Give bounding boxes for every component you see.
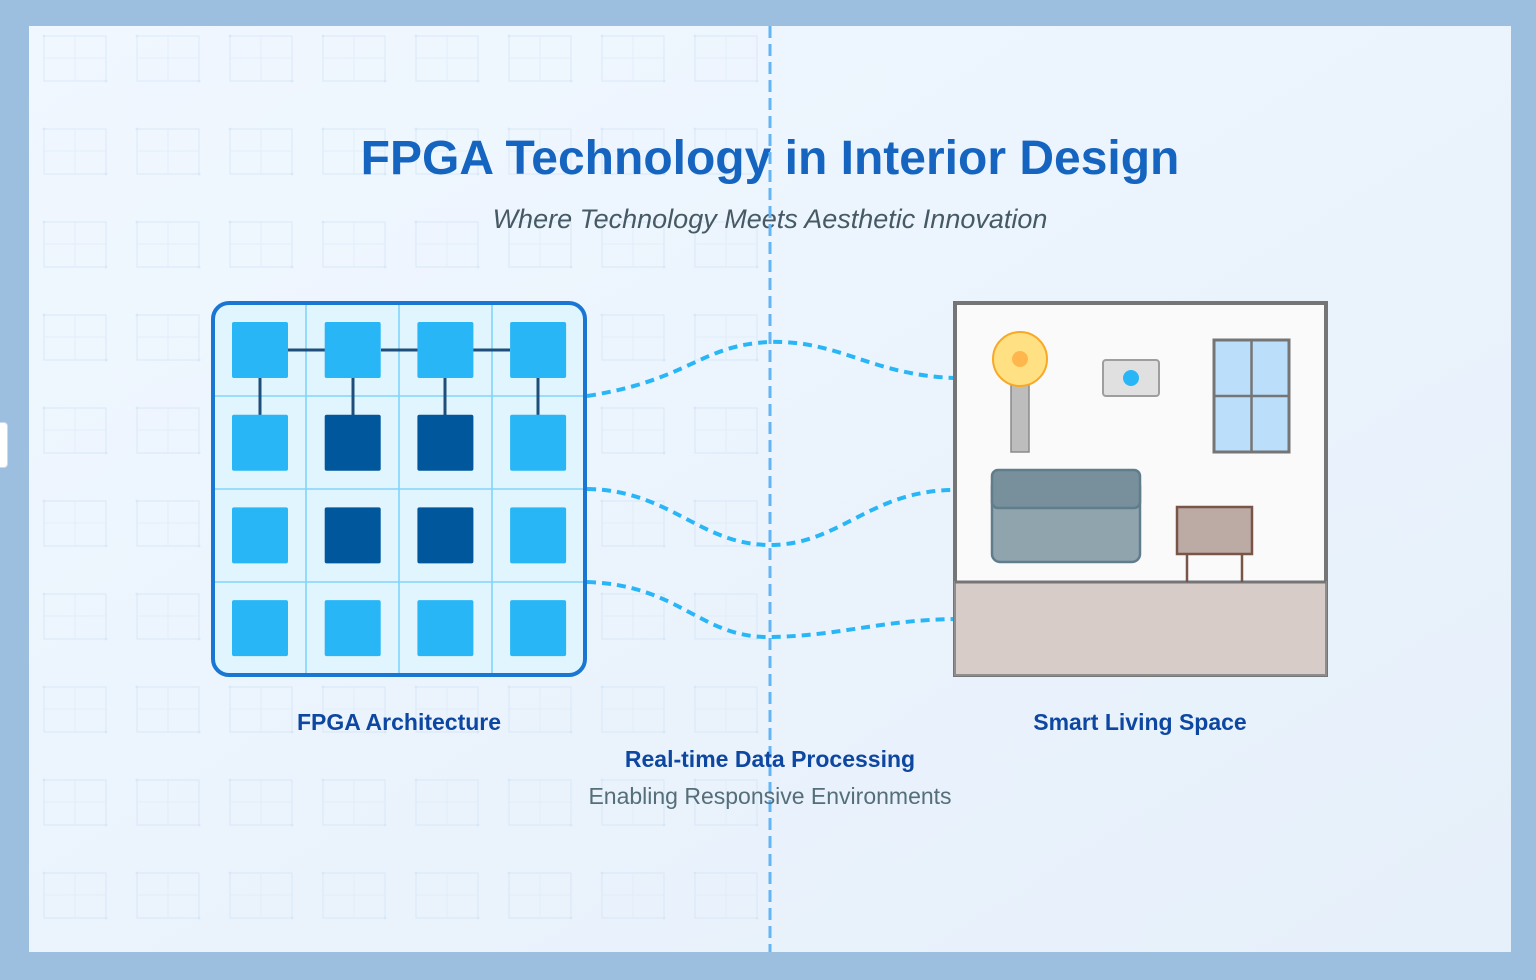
fpga-grid-lines bbox=[215, 305, 583, 673]
realtime-processing-heading: Real-time Data Processing bbox=[625, 746, 915, 772]
fpga-logic-block bbox=[417, 507, 474, 564]
fpga-logic-block bbox=[232, 600, 288, 657]
side-handle[interactable] bbox=[0, 422, 8, 468]
fpga-logic-block bbox=[324, 600, 381, 657]
side-table-icon bbox=[1175, 505, 1254, 582]
connection-line-middle bbox=[586, 487, 956, 548]
connection-line-bottom bbox=[586, 580, 956, 640]
fpga-logic-block bbox=[417, 322, 474, 378]
fpga-logic-block bbox=[232, 507, 288, 564]
thermostat-icon bbox=[1102, 359, 1160, 397]
smart-living-space-label: Smart Living Space bbox=[1033, 709, 1246, 735]
fpga-logic-block bbox=[232, 322, 288, 378]
fpga-logic-block bbox=[510, 322, 567, 378]
fpga-logic-block bbox=[417, 600, 474, 657]
fpga-logic-block bbox=[510, 414, 567, 471]
sofa-icon bbox=[990, 468, 1142, 564]
data-connections bbox=[586, 339, 956, 640]
fpga-logic-blocks bbox=[232, 322, 567, 657]
fpga-logic-block bbox=[324, 507, 381, 564]
responsive-environments-caption: Enabling Responsive Environments bbox=[588, 783, 951, 809]
smart-room-illustration bbox=[953, 301, 1328, 677]
fpga-logic-block bbox=[232, 414, 288, 471]
fpga-logic-block bbox=[324, 322, 381, 378]
fpga-chip-icon bbox=[211, 301, 587, 677]
room-floor bbox=[954, 581, 1327, 676]
fpga-logic-block bbox=[417, 414, 474, 471]
lamp-icon bbox=[992, 331, 1048, 453]
window-icon bbox=[1212, 338, 1291, 454]
fpga-logic-block bbox=[324, 414, 381, 471]
fpga-architecture-label: FPGA Architecture bbox=[297, 709, 501, 735]
fpga-logic-block bbox=[510, 600, 567, 657]
fpga-interconnects bbox=[258, 348, 540, 415]
fpga-logic-block bbox=[510, 507, 567, 564]
connection-line-top bbox=[586, 339, 956, 398]
